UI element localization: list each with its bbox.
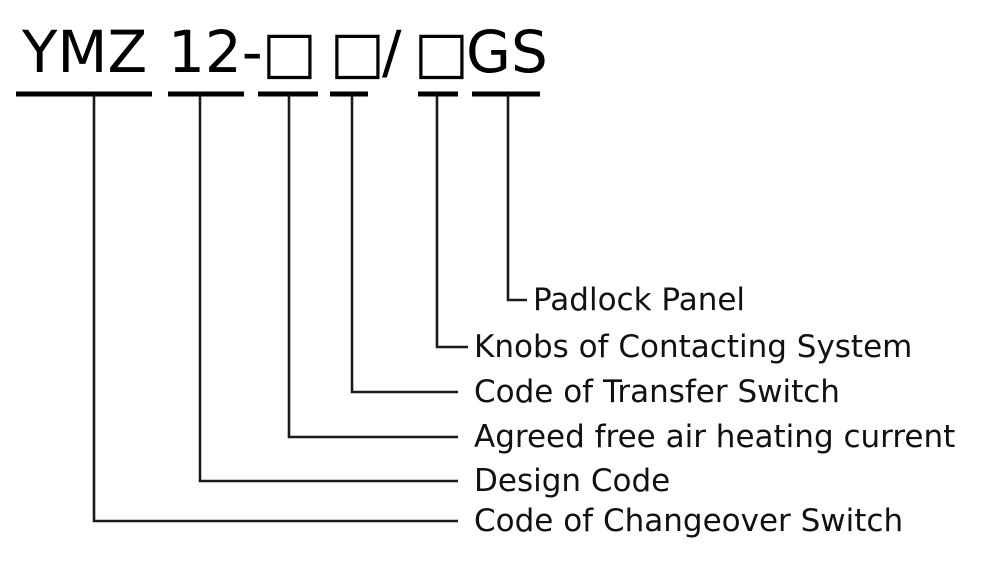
series-prefix: YMZ bbox=[21, 18, 147, 86]
slash-separator: / bbox=[382, 18, 402, 86]
label-code-changeover-switch: Code of Changeover Switch bbox=[474, 503, 903, 539]
leader-agreed-free-air-heating-current-line bbox=[287, 95, 458, 439]
leader-design-code-line bbox=[198, 95, 458, 483]
label-design-code: Design Code bbox=[474, 463, 670, 499]
placeholder-box-1: □ bbox=[262, 18, 317, 86]
leader-code-changeover-switch-line bbox=[92, 95, 458, 523]
label-agreed-free-air-heating-current: Agreed free air heating current bbox=[474, 419, 955, 455]
leader-padlock-panel-line bbox=[506, 95, 527, 302]
label-code-transfer-switch: Code of Transfer Switch bbox=[474, 374, 840, 410]
placeholder-box-3: □ bbox=[414, 18, 469, 86]
label-padlock-panel: Padlock Panel bbox=[533, 282, 745, 318]
suffix-gs: GS bbox=[466, 18, 548, 86]
leader-code-transfer-switch-line bbox=[350, 95, 458, 394]
label-knobs-contacting-system: Knobs of Contacting System bbox=[474, 329, 912, 365]
leader-knobs-contacting-system-line bbox=[435, 95, 468, 349]
leader-label-group: Padlock Panel Knobs of Contacting System… bbox=[474, 282, 955, 539]
leader-line-group bbox=[92, 95, 527, 523]
placeholder-box-2: □ bbox=[330, 18, 385, 86]
design-code-number: 12- bbox=[168, 18, 263, 86]
code-string: YMZ 12- □ □ / □ GS bbox=[21, 18, 548, 86]
